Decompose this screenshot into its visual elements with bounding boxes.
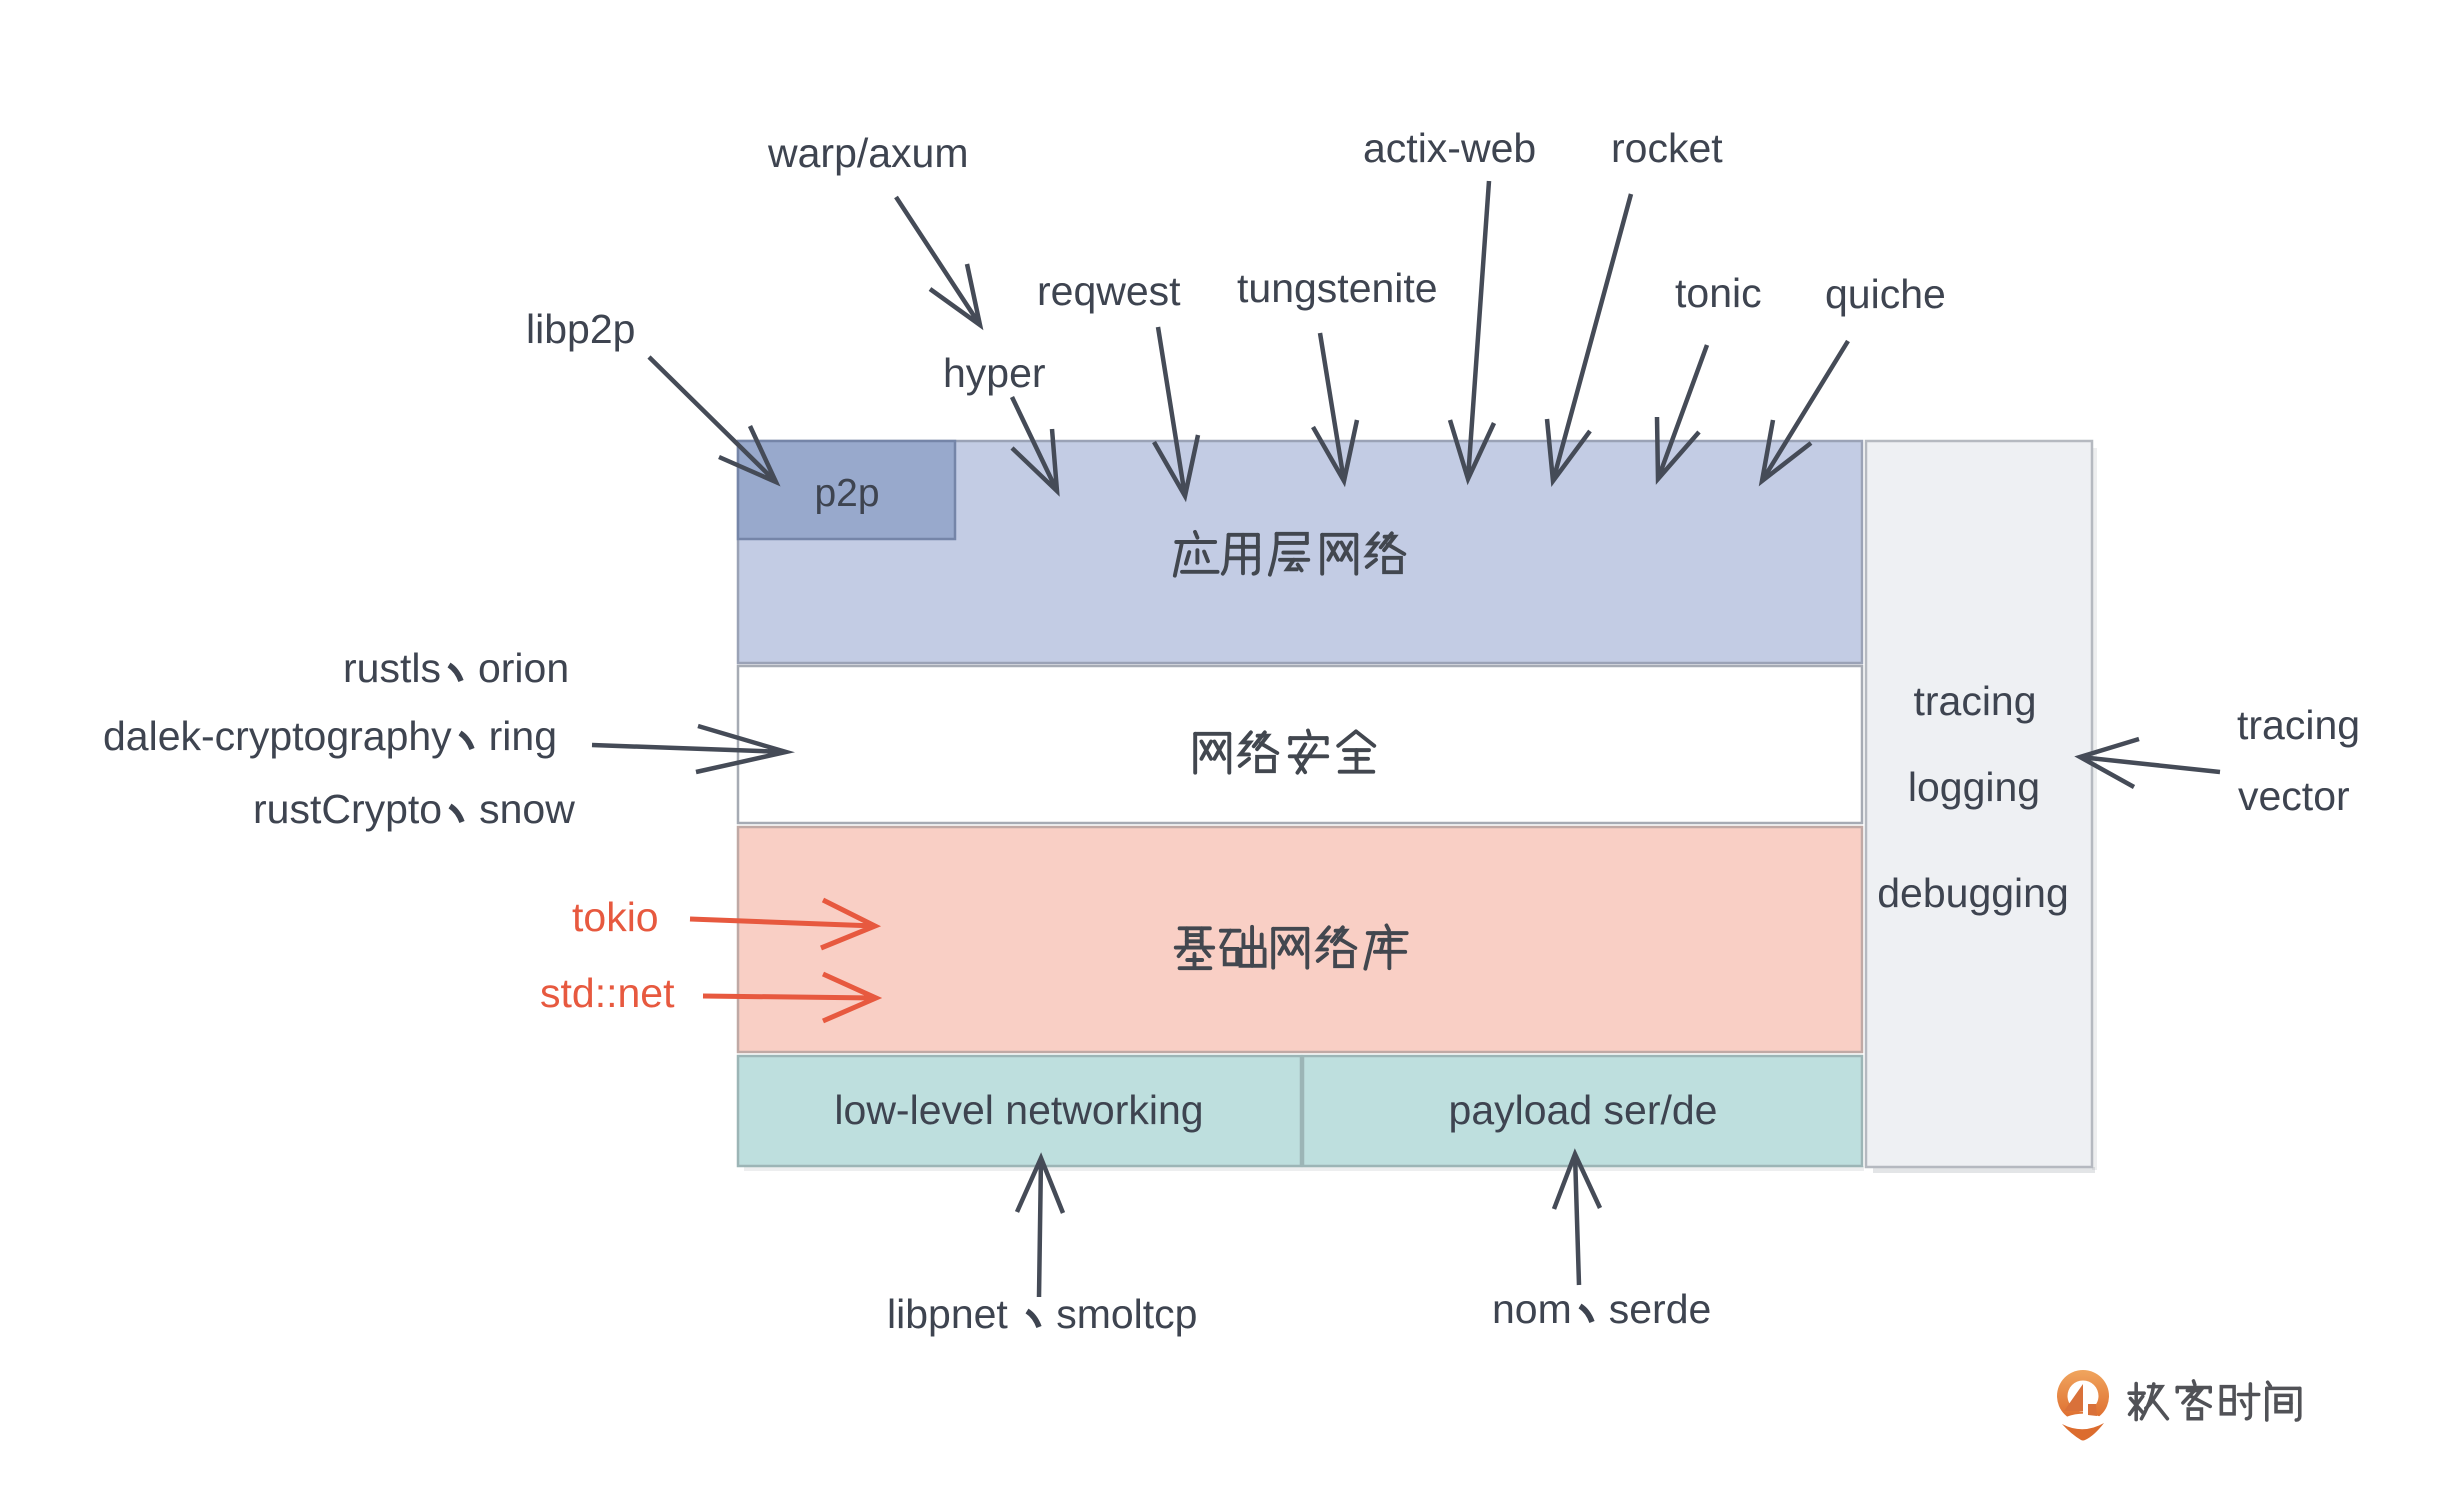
svg-text:serde: serde: [1609, 1286, 1712, 1332]
svg-text:libp2p: libp2p: [526, 306, 635, 352]
svg-text:orion: orion: [478, 645, 569, 691]
svg-text:rustls: rustls: [343, 645, 441, 691]
svg-text:hyper: hyper: [943, 350, 1046, 396]
svg-text:warp/axum: warp/axum: [767, 130, 969, 176]
svg-text:std::net: std::net: [540, 970, 675, 1016]
svg-text:snow: snow: [479, 786, 575, 832]
svg-text:low-level networking: low-level networking: [834, 1087, 1203, 1133]
svg-text:quiche: quiche: [1825, 271, 1946, 317]
svg-text:tokio: tokio: [572, 894, 659, 940]
svg-text:tonic: tonic: [1675, 270, 1762, 316]
svg-text:smoltcp: smoltcp: [1056, 1291, 1197, 1337]
svg-text:libpnet: libpnet: [887, 1291, 1008, 1337]
svg-text:vector: vector: [2238, 773, 2350, 819]
svg-text:payload ser/de: payload ser/de: [1449, 1087, 1718, 1133]
svg-text:dalek-cryptography: dalek-cryptography: [103, 713, 452, 759]
svg-text:p2p: p2p: [814, 472, 879, 515]
svg-text:tracing: tracing: [1913, 678, 2036, 724]
svg-text:rocket: rocket: [1611, 125, 1723, 171]
svg-text:rustCrypto: rustCrypto: [253, 786, 442, 832]
svg-text:actix-web: actix-web: [1363, 125, 1536, 171]
svg-text:reqwest: reqwest: [1037, 268, 1181, 314]
svg-text:tracing: tracing: [2237, 702, 2360, 748]
svg-text:debugging: debugging: [1877, 870, 2069, 916]
svg-text:logging: logging: [1908, 764, 2040, 810]
svg-text:nom: nom: [1492, 1286, 1572, 1332]
svg-text:tungstenite: tungstenite: [1237, 265, 1438, 311]
svg-text:ring: ring: [489, 713, 557, 759]
